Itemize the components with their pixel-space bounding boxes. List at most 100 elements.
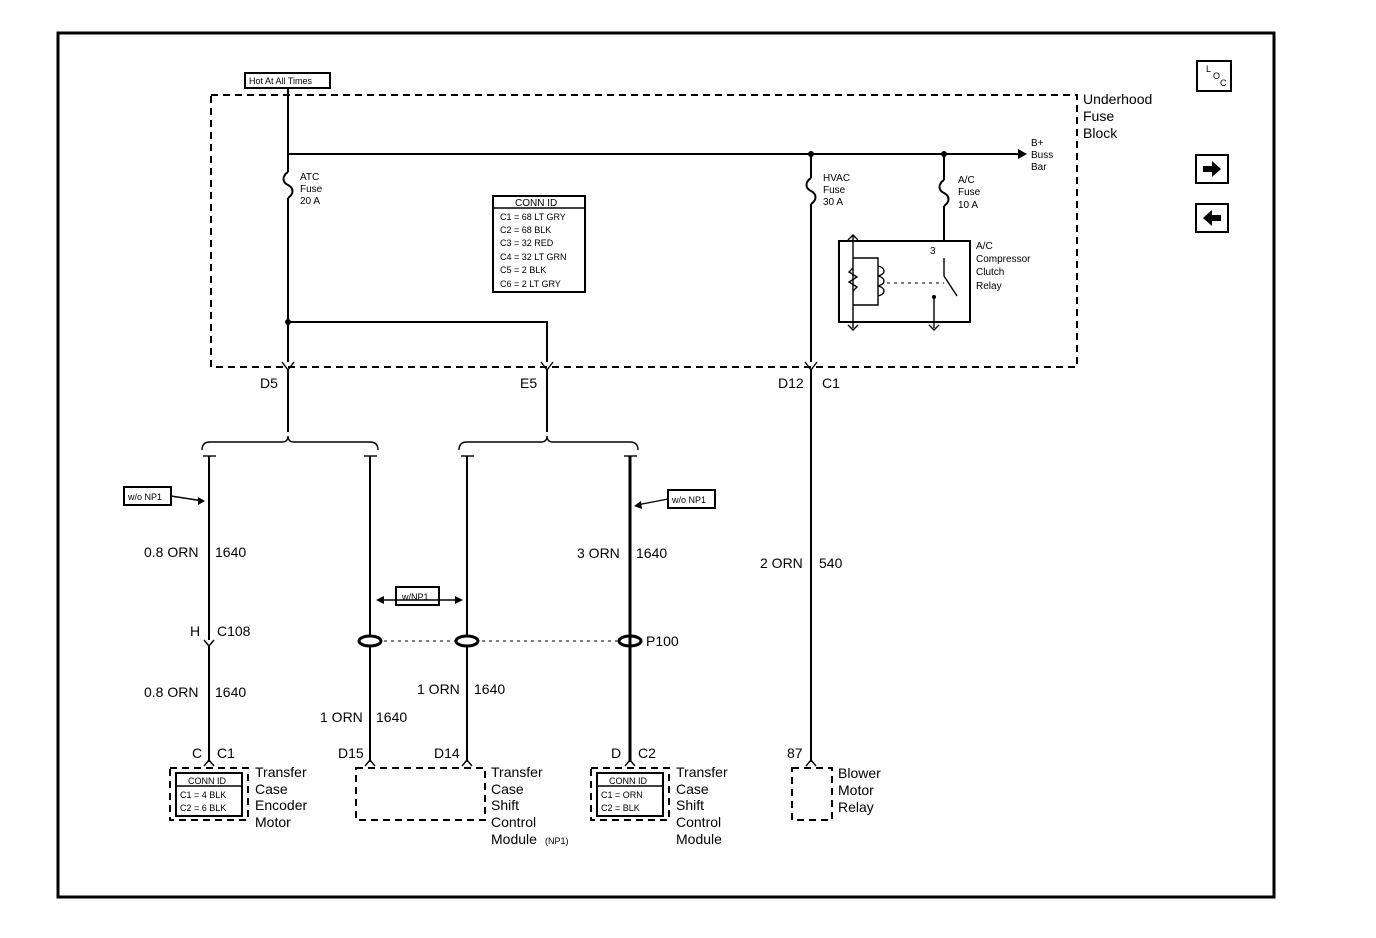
- d14-terminal-bottom: [461, 758, 473, 767]
- next-page-button[interactable]: [1195, 154, 1229, 184]
- left-lower-circuit: 1640: [215, 684, 246, 700]
- conn-id-main-row: C4 = 32 LT GRN: [500, 252, 566, 262]
- ac-relay-label-4: Relay: [976, 281, 1002, 292]
- ac-fuse-label-2: Fuse: [958, 187, 981, 198]
- tccm-name-2: Case: [676, 781, 709, 797]
- right-upper-gauge: 3 ORN: [577, 545, 620, 561]
- tccm-name-4: Control: [676, 814, 721, 830]
- p100-shield-mid: [454, 634, 480, 648]
- tccm-name-5: Module: [676, 831, 722, 847]
- arrow-right-icon: [1203, 161, 1221, 177]
- wo-np1-right-arrowhead: [634, 501, 642, 509]
- encoder-connector: C1: [217, 745, 235, 761]
- tccm-name-1: Transfer: [676, 764, 728, 780]
- locator-letter-o: O: [1213, 71, 1221, 81]
- locator-letter-l: L: [1206, 64, 1212, 74]
- left-lower-gauge: 0.8 ORN: [144, 684, 198, 700]
- encoder-name-3: Encoder: [255, 797, 307, 813]
- pin-d5: D5: [260, 375, 278, 391]
- wo-np1-left-label: w/o NP1: [127, 492, 162, 502]
- conn-id-main-row: C5 = 2 BLK: [500, 265, 546, 275]
- tccm-np1-name-4: Control: [491, 814, 536, 830]
- ac-relay-switch-blade: [943, 275, 958, 297]
- hvac-fuse-label-1: HVAC: [823, 173, 850, 184]
- buss-bar-label-2: Buss: [1031, 150, 1053, 161]
- w-np1-arrowhead-left: [376, 596, 384, 604]
- mid-right-circuit: 1640: [474, 681, 505, 697]
- wo-np1-right-arrow: [636, 498, 669, 506]
- atc-fuse-label-2: Fuse: [300, 184, 323, 195]
- fuse-block-label-2: Fuse: [1083, 108, 1114, 124]
- conn-id-main-row: C2 = 68 BLK: [500, 225, 551, 235]
- previous-page-button[interactable]: [1195, 203, 1229, 233]
- fuse-block-label-3: Block: [1083, 125, 1118, 141]
- c108-terminal: [203, 639, 215, 648]
- encoder-name-1: Transfer: [255, 764, 307, 780]
- encoder-terminal-bottom: [203, 758, 215, 767]
- hvac-fuse-symbol: [805, 177, 817, 205]
- c108-pin: H: [190, 623, 200, 639]
- locator-letter-c: C: [1220, 78, 1227, 88]
- arrow-left-icon: [1203, 210, 1221, 226]
- ac-fuse-symbol: [938, 179, 950, 207]
- e5-bracket: [458, 435, 639, 451]
- ac-relay-label-2: Compressor: [976, 254, 1031, 265]
- tccm-np1-pin-left: D15: [338, 745, 364, 761]
- pin-e5: E5: [520, 375, 537, 391]
- tccm-component-outline: [590, 767, 670, 821]
- conn-id-main-box: [492, 195, 586, 293]
- ac-relay-top-arrow: [847, 234, 859, 241]
- p100-label: P100: [646, 633, 679, 649]
- d15-terminal-bottom: [364, 758, 376, 767]
- left-upper-gauge: 0.8 ORN: [144, 544, 198, 560]
- hvac-fuse-label-3: 30 A: [823, 197, 843, 208]
- tccm-pin: D: [611, 745, 621, 761]
- blower-pin: 87: [787, 745, 803, 761]
- w-np1-arrowhead-right: [455, 596, 463, 604]
- ac-relay-coil-loop: [853, 257, 879, 306]
- ac-relay-out-arrow: [928, 324, 940, 331]
- wo-np1-left-arrow: [170, 495, 204, 502]
- tccm-np1-pin-right: D14: [434, 745, 460, 761]
- hvac-fuse-label-2: Fuse: [823, 185, 846, 196]
- encoder-name-2: Case: [255, 781, 288, 797]
- right-upper-circuit: 1640: [636, 545, 667, 561]
- atc-fuse-symbol: [282, 171, 294, 199]
- encoder-component-outline: [169, 767, 249, 821]
- encoder-pin: C: [192, 745, 202, 761]
- blower-name-3: Relay: [838, 799, 874, 815]
- wo-np1-right-label: w/o NP1: [671, 495, 706, 505]
- locator-button[interactable]: L O C: [1196, 60, 1232, 92]
- ac-relay-box: [838, 240, 971, 323]
- underhood-fuse-block-outline: [210, 94, 1078, 368]
- buss-bar-arrow: [1018, 149, 1027, 159]
- d5-bracket: [201, 435, 379, 451]
- encoder-conn-id-title: CONN ID: [188, 776, 227, 786]
- ac-relay-resistor: [847, 267, 859, 292]
- encoder-conn-id-box: [175, 772, 243, 817]
- ac-relay-coil-symbol: [877, 265, 885, 297]
- pin-c1: C1: [822, 375, 840, 391]
- mid-left-circuit: 1640: [376, 709, 407, 725]
- hvac-wire-circuit: 540: [819, 555, 843, 571]
- tccm-conn-id-row: C1 = ORN: [601, 790, 643, 800]
- wo-np1-left-arrowhead: [198, 497, 205, 505]
- tccm-np1-name-2: Case: [491, 781, 524, 797]
- pin-d12: D12: [778, 375, 804, 391]
- left-upper-circuit: 1640: [215, 544, 246, 560]
- tccm-np1-name-5: Module: [491, 831, 537, 847]
- ac-relay-bottom-arrow: [847, 324, 859, 331]
- atc-fuse-label-1: ATC: [300, 172, 319, 183]
- outer-frame: [56, 31, 1276, 899]
- encoder-name-4: Motor: [255, 814, 291, 830]
- buss-bar-label-3: Bar: [1031, 162, 1047, 173]
- tccm-conn-id-box: [596, 772, 664, 817]
- p100-shield-left: [357, 634, 383, 648]
- tccm-conn-id-row: C2 = BLK: [601, 803, 640, 813]
- conn-id-main-title: CONN ID: [515, 198, 557, 209]
- hvac-wire-gauge: 2 ORN: [760, 555, 803, 571]
- blower-name-1: Blower: [838, 765, 881, 781]
- w-np1-label: w/NP1: [401, 592, 429, 602]
- ac-relay-label-3: Clutch: [976, 267, 1004, 278]
